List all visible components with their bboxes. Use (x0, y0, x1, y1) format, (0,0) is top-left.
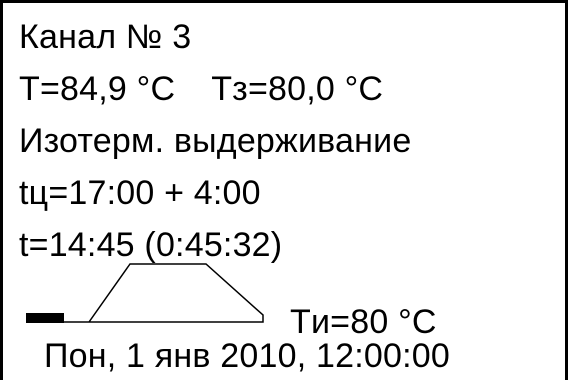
display-border-left (0, 0, 3, 380)
cycle-time: tц=17:00 + 4:00 (19, 174, 261, 212)
temperature-row: T=84,9 °C Tз=80,0 °C (19, 69, 383, 109)
channel-label: Канал № 3 (19, 18, 192, 56)
display-border-top (0, 0, 568, 3)
elapsed-time: t=14:45 (0:45:32) (19, 226, 283, 264)
display-border-right (565, 0, 568, 380)
profile-curve (26, 263, 264, 323)
current-temperature: T=84,9 °C (19, 70, 176, 108)
date-time: Пон, 1 янв 2010, 12:00:00 (44, 337, 450, 375)
temperature-profile-graphic (26, 263, 264, 323)
stage-name: Изотерм. выдерживание (19, 122, 412, 160)
setpoint-temperature: Tз=80,0 °C (211, 70, 384, 108)
isotherm-temperature: Tи=80 °C (290, 303, 437, 341)
progress-bar (26, 313, 64, 323)
